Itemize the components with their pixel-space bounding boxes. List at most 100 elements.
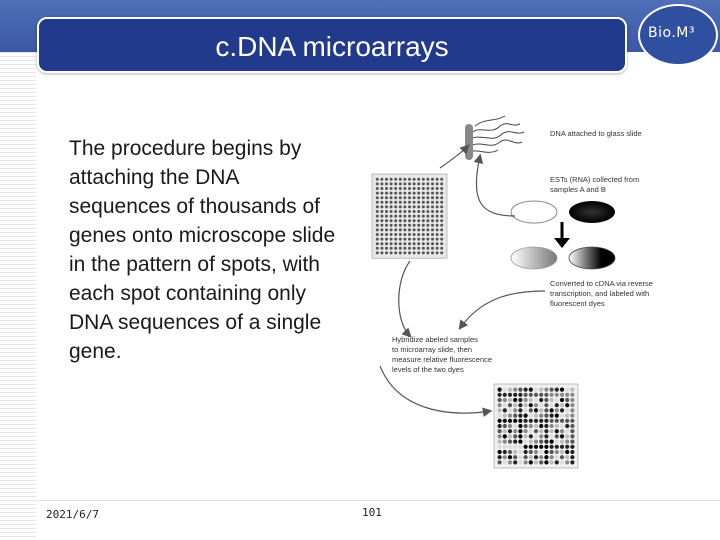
array-spot (375, 214, 379, 218)
array-spot (380, 200, 384, 204)
array-spot (408, 187, 411, 190)
array-spot (565, 449, 570, 455)
array-spot (440, 205, 444, 209)
array-spot (398, 191, 402, 195)
array-spot (394, 246, 398, 250)
array-spot (528, 449, 533, 455)
array-spot (559, 455, 565, 460)
array-spot (497, 392, 502, 397)
array-spot (544, 387, 549, 392)
array-spot (421, 191, 425, 195)
array-spot (518, 429, 523, 434)
array-spot (417, 210, 421, 213)
array-spot (502, 449, 507, 455)
array-spot (559, 418, 565, 423)
array-spot (408, 205, 411, 209)
array-spot (398, 177, 402, 181)
array-spot (502, 434, 507, 439)
array-spot (533, 408, 539, 413)
array-spot (426, 214, 430, 218)
array-spot (497, 455, 502, 460)
array-spot (375, 233, 379, 236)
array-spot (412, 246, 416, 250)
array-spot (435, 187, 439, 190)
array-spot (440, 233, 444, 236)
array-spot (497, 439, 502, 444)
array-spot (544, 423, 549, 429)
array-spot (544, 403, 549, 408)
array-spot (385, 223, 388, 227)
array-spot (403, 187, 407, 190)
array-spot (539, 408, 544, 413)
array-spot (513, 413, 518, 418)
array-spot (513, 387, 518, 392)
array-spot (507, 413, 513, 418)
array-spot (412, 242, 416, 246)
array-spot (408, 242, 411, 246)
array-spot (389, 205, 393, 209)
array-spot (421, 196, 425, 200)
array-spot (570, 434, 575, 439)
array-spot (528, 403, 533, 408)
array-spot (412, 191, 416, 195)
array-spot (440, 200, 444, 204)
array-spot (513, 397, 518, 403)
array-spot (431, 237, 434, 241)
array-spot (528, 434, 533, 439)
array-spot (502, 460, 507, 465)
array-spot (440, 182, 444, 186)
array-spot (417, 219, 421, 223)
array-spot (570, 413, 575, 418)
array-spot (528, 413, 533, 418)
array-spot (549, 408, 554, 413)
array-spot (523, 392, 528, 397)
array-spot (380, 214, 384, 218)
array-spot (385, 205, 388, 209)
array-spot (435, 205, 439, 209)
array-spot (549, 397, 554, 403)
array-spot (431, 242, 434, 246)
array-spot (539, 460, 544, 465)
array-spot (554, 439, 559, 444)
array-spot (403, 177, 407, 181)
array-spot (389, 182, 393, 186)
array-spot (523, 408, 528, 413)
array-spot (539, 449, 544, 455)
array-spot (380, 177, 384, 181)
array-spot (497, 403, 502, 408)
array-spot (533, 387, 539, 392)
array-spot (398, 196, 402, 200)
array-spot (385, 177, 388, 181)
array-spot (554, 455, 559, 460)
array-spot (394, 237, 398, 241)
array-spot (375, 223, 379, 227)
array-spot (408, 228, 411, 232)
array-spot (502, 439, 507, 444)
array-spot (440, 223, 444, 227)
array-spot (507, 403, 513, 408)
array-spot (385, 210, 388, 213)
array-spot (549, 413, 554, 418)
array-spot (523, 460, 528, 465)
array-spot (544, 439, 549, 444)
array-spot (435, 233, 439, 236)
array-spot (507, 387, 513, 392)
array-spot (544, 449, 549, 455)
array-spot (518, 434, 523, 439)
array-spot (403, 200, 407, 204)
array-spot (389, 246, 393, 250)
array-spot (549, 449, 554, 455)
array-spot (570, 408, 575, 413)
array-spot (440, 191, 444, 195)
array-spot (398, 242, 402, 246)
array-spot (408, 210, 411, 213)
array-spot (417, 205, 421, 209)
array-spot (435, 200, 439, 204)
array-spot (421, 233, 425, 236)
array-spot (570, 460, 575, 465)
array-spot (513, 449, 518, 455)
array-spot (394, 187, 398, 190)
array-spot (403, 214, 407, 218)
array-spot (394, 228, 398, 232)
array-spot (385, 242, 388, 246)
